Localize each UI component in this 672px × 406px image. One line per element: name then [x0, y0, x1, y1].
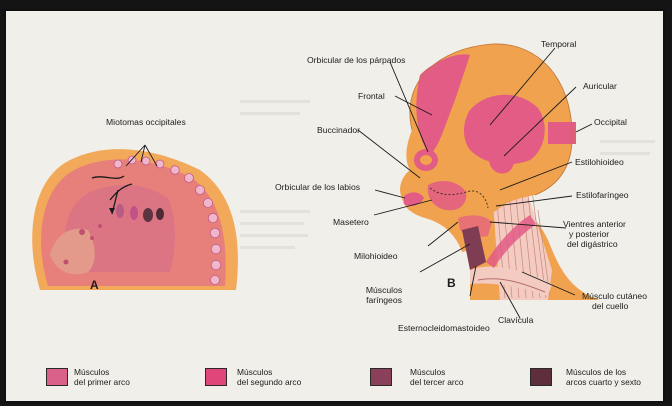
embryo-illustration	[32, 145, 238, 290]
label-estilofaringeo: Estilofaríngeo	[576, 190, 629, 200]
legend-label-line1: Músculos	[410, 367, 464, 377]
legend-swatch-3	[370, 368, 392, 386]
label-vientres-line2: y posterior	[563, 229, 653, 239]
head-illustration	[400, 44, 600, 300]
label-milohioideo: Milohioideo	[354, 251, 397, 261]
label-estilohioideo: Estilohioideo	[575, 157, 624, 167]
label-masetero: Masetero	[333, 217, 369, 227]
legend-swatch-2	[205, 368, 227, 386]
label-musculos-faringeos: Músculos faríngeos	[358, 285, 410, 305]
label-clavicula: Clavícula	[498, 315, 533, 325]
label-auricular: Auricular	[583, 81, 617, 91]
panel-b-letter: B	[447, 276, 456, 290]
legend-label-line1: Músculos de los	[566, 367, 641, 377]
legend-swatch-4	[530, 368, 552, 386]
label-cutaneo-line1: Músculo cutáneo	[582, 291, 647, 301]
label-vientres-line3: del digástrico	[563, 239, 653, 249]
label-buccinador: Buccinador	[317, 125, 360, 135]
label-cutaneo-line2: del cuello	[582, 301, 647, 311]
legend-swatch-1	[46, 368, 68, 386]
label-occipital: Occipital	[594, 117, 627, 127]
label-faringeos-line2: faríngeos	[358, 295, 410, 305]
legend-label-line1: Músculos	[74, 367, 130, 377]
label-esternocleidomastoideo: Esternocleidomastoideo	[398, 323, 490, 333]
label-faringeos-line1: Músculos	[358, 285, 410, 295]
legend-label-line2: del primer arco	[74, 377, 130, 387]
legend-label-line2: arcos cuarto y sexto	[566, 377, 641, 387]
panel-a-letter: A	[90, 278, 99, 292]
legend-label-line2: del tercer arco	[410, 377, 464, 387]
label-miotomas-occipitales: Miotomas occipitales	[106, 117, 186, 127]
label-frontal: Frontal	[358, 91, 385, 101]
label-orbicular-parpados: Orbicular de los párpados	[307, 55, 405, 65]
legend-label-line2: del segundo arco	[237, 377, 301, 387]
label-temporal: Temporal	[541, 39, 576, 49]
label-musculo-cutaneo: Músculo cutáneo del cuello	[582, 291, 647, 311]
label-vientres-line1: Vientres anterior	[563, 219, 653, 229]
label-vientres-digastrico: Vientres anterior y posterior del digást…	[563, 219, 653, 249]
legend-label-line1: Músculos	[237, 367, 301, 377]
label-orbicular-labios: Orbicular de los labios	[275, 182, 360, 192]
